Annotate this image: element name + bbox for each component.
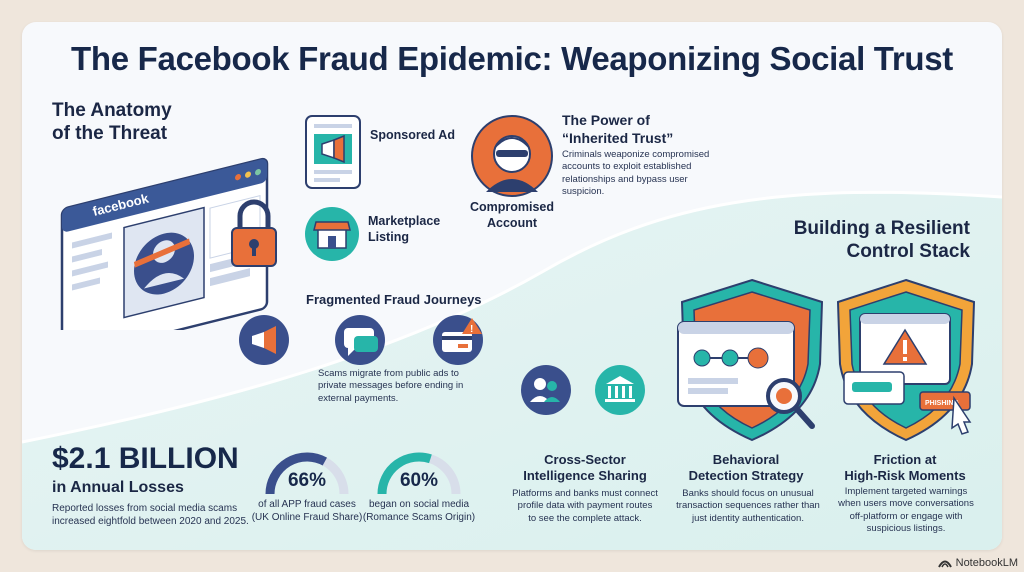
- losses-desc-1: Reported losses from social media scams: [52, 503, 238, 514]
- gauge2-desc-1: began on social media: [368, 499, 470, 510]
- svg-text:!: !: [470, 324, 473, 335]
- control-heading-line1: Building a Resilient: [793, 218, 970, 239]
- gauge2-desc-2: (Romance Scams Origin): [362, 512, 476, 523]
- marketplace-label-line1: Marketplace: [368, 214, 441, 228]
- megaphone-icon: [239, 315, 289, 365]
- inherited-trust-desc-4: suspicion.: [562, 186, 605, 198]
- behavioral-desc-3: just identity authentication.: [692, 512, 804, 524]
- losses-desc-2: increased eightfold between 2020 and 202…: [52, 516, 249, 527]
- losses-value: $2.1 BILLION: [52, 442, 239, 475]
- users-icon: [521, 365, 571, 415]
- gauge-romance-scams-description: began on social media (Romance Scams Ori…: [360, 498, 478, 524]
- inherited-trust-heading-line1: The Power of: [562, 112, 650, 128]
- journeys-heading: Fragmented Fraud Journeys: [306, 292, 482, 307]
- friction-shield-illustration: PHISHING: [836, 278, 976, 442]
- friction-description: Implement targeted warnings when users m…: [828, 486, 984, 535]
- credit-card-warning-icon: !: [433, 315, 483, 365]
- losses-description: Reported losses from social media scams …: [52, 502, 249, 528]
- gauge1-desc-1: of all APP fraud cases: [258, 499, 356, 510]
- inherited-trust-heading-line2: “Inherited Trust”: [562, 129, 674, 146]
- losses-label: in Annual Losses: [52, 479, 184, 496]
- behavioral-heading-line1: Behavioral: [712, 452, 780, 467]
- page-title: The Facebook Fraud Epidemic: Weaponizing…: [71, 40, 953, 77]
- marketplace-store-icon: [305, 207, 359, 261]
- journeys-description: Scams migrate from public ads to private…: [318, 368, 463, 405]
- behavioral-heading-line2: Detection Strategy: [688, 468, 804, 484]
- inherited-trust-desc-3: relationships and bypass user: [562, 173, 688, 185]
- gauge1-desc-2: (UK Online Fraud Share): [251, 512, 363, 523]
- anatomy-heading: The Anatomy of the Threat: [52, 100, 172, 146]
- gauge-romance-scams-fill: [377, 452, 432, 495]
- gauge-app-fraud: [265, 452, 349, 495]
- phishing-label: PHISHING: [925, 400, 959, 407]
- behavioral-heading: Behavioral Detection Strategy: [666, 452, 826, 485]
- compromised-label-line2: Account: [487, 215, 537, 230]
- infographic-card: The Facebook Fraud Epidemic: Weaponizing…: [22, 22, 1002, 550]
- control-stack-heading: Building a Resilient Control Stack: [770, 218, 970, 264]
- notebooklm-watermark: NotebookLM: [937, 557, 1018, 569]
- inherited-trust-desc-1: Criminals weaponize compromised: [562, 149, 710, 160]
- anatomy-heading-line1: The Anatomy: [52, 100, 172, 121]
- hacker-avatar-icon: [471, 115, 553, 197]
- anatomy-heading-line2: of the Threat: [52, 122, 168, 144]
- friction-desc-3: off-platform or engage with: [849, 510, 963, 522]
- sharing-icons-row: [521, 365, 645, 415]
- sharing-heading-line2: Intelligence Sharing: [523, 468, 647, 484]
- journey-icons-row: !: [239, 315, 483, 365]
- inherited-trust-description: Criminals weaponize compromised accounts…: [562, 149, 709, 198]
- compromised-account-label: Compromised Account: [462, 200, 562, 231]
- journeys-desc-1: Scams migrate from public ads to: [318, 368, 459, 379]
- sharing-desc-1: Platforms and banks must connect: [512, 488, 658, 499]
- gauge-app-fraud-value: 66%: [287, 470, 327, 491]
- sharing-heading: Cross-Sector Intelligence Sharing: [500, 452, 670, 485]
- behavioral-desc-2: transaction sequences rather than: [676, 500, 820, 512]
- friction-heading-line1: Friction at: [873, 452, 937, 467]
- friction-desc-1: Implement targeted warnings: [844, 486, 968, 497]
- marketplace-label: Marketplace Listing: [368, 214, 440, 245]
- gauge-app-fraud-fill: [265, 452, 327, 495]
- sharing-desc-3: to see the complete attack.: [528, 512, 642, 524]
- gauge-app-fraud-description: of all APP fraud cases (UK Online Fraud …: [248, 498, 366, 524]
- friction-heading: Friction at High-Risk Moments: [830, 452, 980, 485]
- sponsored-ad-label: Sponsored Ad: [370, 128, 455, 142]
- marketplace-label-line2: Listing: [368, 229, 409, 244]
- friction-desc-4: suspicious listings.: [866, 523, 946, 535]
- bank-icon: [595, 365, 645, 415]
- sharing-desc-2: profile data with payment routes: [517, 500, 653, 512]
- friction-heading-line2: High-Risk Moments: [844, 468, 966, 484]
- sponsored-ad-icon: [305, 115, 361, 189]
- friction-desc-2: when users move conversations: [838, 498, 974, 510]
- gauge-romance-scams: [377, 452, 461, 495]
- sharing-description: Platforms and banks must connect profile…: [496, 488, 674, 525]
- gauge-romance-scams-value: 60%: [399, 470, 439, 491]
- behavioral-desc-1: Banks should focus on unusual: [682, 488, 814, 499]
- notebooklm-brand: NotebookLM: [955, 557, 1018, 569]
- behavioral-description: Banks should focus on unusual transactio…: [662, 488, 834, 525]
- control-heading-line2: Control Stack: [846, 240, 970, 262]
- compromised-label-line1: Compromised: [469, 200, 555, 214]
- notebooklm-logo-icon: [937, 560, 952, 568]
- inherited-trust-desc-2: accounts to exploit established: [562, 161, 692, 173]
- facebook-browser-illustration: facebook: [60, 157, 277, 330]
- sharing-heading-line1: Cross-Sector: [544, 452, 626, 467]
- journeys-desc-2: private messages before ending in: [318, 380, 464, 392]
- journeys-desc-3: external payments.: [318, 392, 399, 404]
- inherited-trust-heading: The Power of “Inherited Trust”: [562, 112, 673, 147]
- padlock-icon: [231, 199, 277, 267]
- chat-bubble-icon: [335, 315, 385, 365]
- behavioral-shield-illustration: [677, 278, 824, 442]
